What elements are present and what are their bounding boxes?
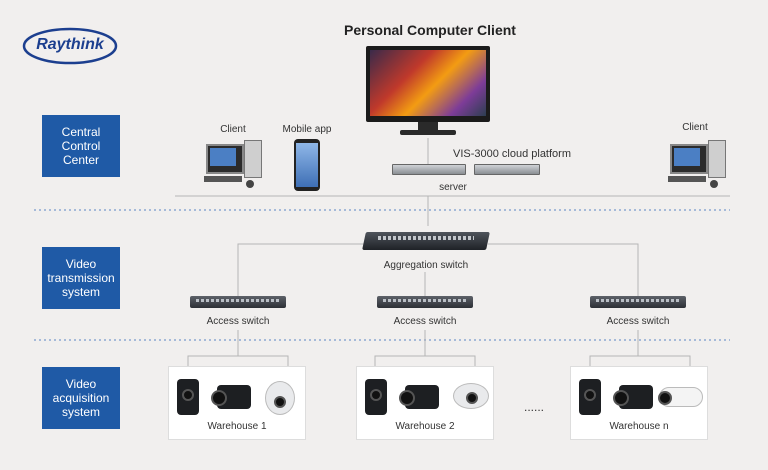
warehouse-2-card: Warehouse 2 <box>356 366 494 440</box>
desktop-pc-icon <box>668 140 728 190</box>
server-icon-2 <box>474 164 540 175</box>
access-switch-icon-1 <box>190 296 286 308</box>
ellipsis: ...... <box>523 400 544 414</box>
aggregation-switch-icon <box>362 226 490 252</box>
warehouse-n-card: Warehouse n <box>570 366 708 440</box>
access-switch-label-3: Access switch <box>606 316 670 327</box>
access-switch-label-1: Access switch <box>206 316 270 327</box>
thermal-camera-icon <box>399 385 439 409</box>
dome-camera-icon <box>453 383 489 409</box>
box-camera-icon <box>365 379 387 415</box>
cloud-platform-label: VIS-3000 cloud platform <box>452 148 571 160</box>
thermal-camera-icon <box>613 385 653 409</box>
warehouse-1-label: Warehouse 1 <box>207 421 267 432</box>
desktop-pc-icon <box>204 140 264 190</box>
ptz-camera-icon <box>265 381 295 415</box>
server-label: server <box>439 182 467 193</box>
whn-branch <box>589 355 691 368</box>
access-switch-icon-3 <box>590 296 686 308</box>
thermal-camera-icon <box>211 385 251 409</box>
raythink-logo: Raythink <box>22 26 118 66</box>
logo-text: Raythink <box>36 36 104 53</box>
line-aggregation-access <box>237 243 364 296</box>
mobile-phone-icon <box>294 139 320 191</box>
box-camera-icon <box>579 379 601 415</box>
access-switch-label-2: Access switch <box>393 316 457 327</box>
client-left-label: Client <box>220 124 246 135</box>
page-title: Personal Computer Client <box>344 22 516 38</box>
warehouse-2-label: Warehouse 2 <box>395 421 455 432</box>
monitor-icon <box>366 46 490 138</box>
aggregation-switch-label: Aggregation switch <box>383 260 469 271</box>
mobile-app-label: Mobile app <box>282 124 332 135</box>
warehouse-1-card: Warehouse 1 <box>168 366 306 440</box>
wh2-branch <box>374 355 476 368</box>
layer-central-control: Central Control Center <box>42 115 120 177</box>
bullet-camera-icon <box>658 387 703 407</box>
warehouse-n-label: Warehouse n <box>609 421 669 432</box>
client-right-label: Client <box>682 122 708 133</box>
layer-video-acquisition: Video acquisition system <box>42 367 120 429</box>
box-camera-icon <box>177 379 199 415</box>
line-aggregation-access-right <box>488 243 639 296</box>
layer-video-transmission: Video transmission system <box>42 247 120 309</box>
server-icon-1 <box>392 164 466 175</box>
wh1-branch <box>187 355 289 368</box>
access-switch-icon-2 <box>377 296 473 308</box>
